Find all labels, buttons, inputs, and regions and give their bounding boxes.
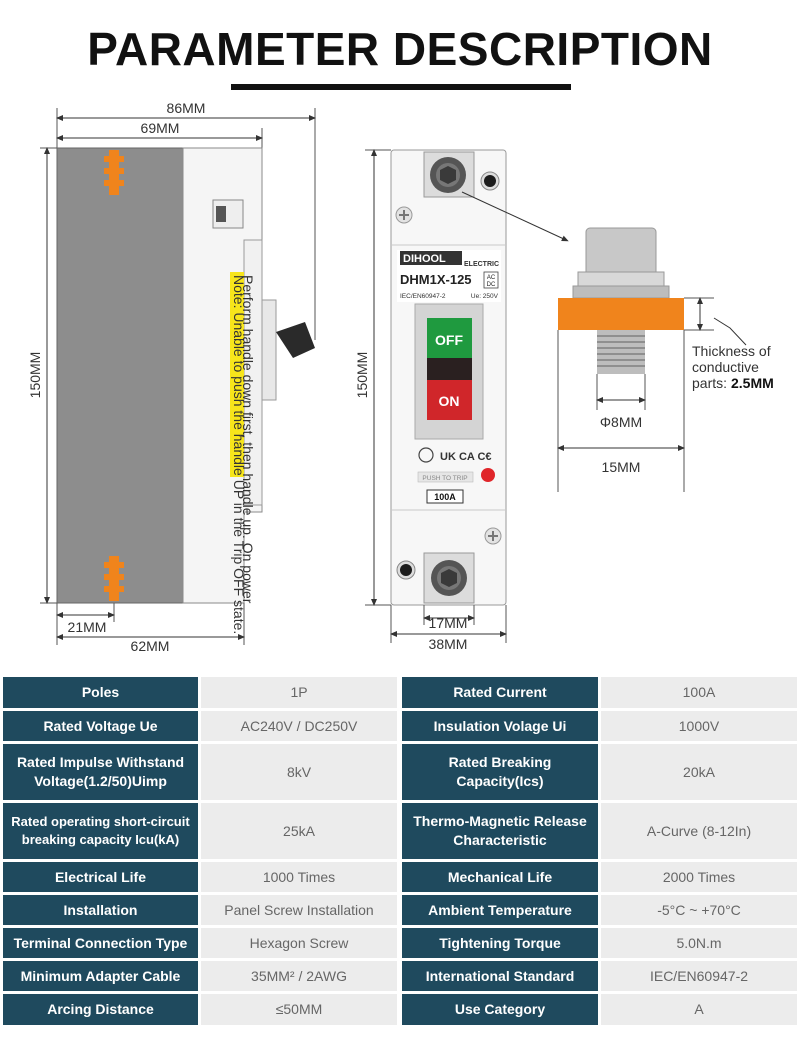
brand-logo: DIHOOL <box>403 253 446 265</box>
model-number: DHM1X-125 <box>400 272 472 287</box>
cert-marks: UK CA C€ <box>440 451 492 463</box>
dim-front-bottom-total: 38MM <box>429 636 468 652</box>
terminal-tab-top <box>104 150 124 195</box>
spec-value: -5°C ~ +70°C <box>601 895 797 925</box>
spec-value: 20kA <box>601 744 797 800</box>
page-title: PARAMETER DESCRIPTION <box>87 23 713 75</box>
terminal-detail: Thickness of conductive parts: 2.5MM Φ8M… <box>557 227 774 492</box>
dim-front-bottom-inner: 17MM <box>429 615 468 631</box>
front-view: DIHOOL ELECTRIC DHM1X-125 AC DC IEC/EN60… <box>354 149 507 652</box>
spec-value: 1P <box>201 677 397 708</box>
note-label <box>230 272 244 477</box>
spec-label: Rated Impulse Withstand Voltage(1.2/50)U… <box>3 744 198 800</box>
thickness-line2: conductive <box>692 359 759 375</box>
spec-value: 5.0N.m <box>601 928 797 958</box>
spec-value: Hexagon Screw <box>201 928 397 958</box>
standard-text: IEC/EN60947-2 <box>400 293 446 300</box>
note-line2: Perform handle down first, then handle u… <box>240 275 256 604</box>
spec-label: Rated operating short-circuit breaking c… <box>3 803 198 859</box>
on-button <box>427 380 472 420</box>
voltage-text: Ue: 250V <box>471 293 499 300</box>
spec-value: 100A <box>601 677 797 708</box>
handle-lever <box>276 322 315 358</box>
spec-label: Insulation Volage Ui <box>402 711 598 741</box>
brand-suffix: ELECTRIC <box>464 261 499 268</box>
screw-head <box>585 227 657 277</box>
spec-row: Rated operating short-circuit breaking c… <box>0 803 800 859</box>
off-label: OFF <box>435 332 463 348</box>
spec-label: International Standard <box>402 961 598 991</box>
spec-value: AC240V / DC250V <box>201 711 397 741</box>
spec-label: Terminal Connection Type <box>3 928 198 958</box>
spec-row: Rated Impulse Withstand Voltage(1.2/50)U… <box>0 744 800 800</box>
spec-label: Tightening Torque <box>402 928 598 958</box>
spec-label: Poles <box>3 677 198 708</box>
thickness-line3: parts: <box>692 375 727 391</box>
spec-value: 35MM² / 2AWG <box>201 961 397 991</box>
spec-value: Panel Screw Installation <box>201 895 397 925</box>
spec-row: Installation Panel Screw Installation Am… <box>0 895 800 925</box>
spec-value: A-Curve (8-12In) <box>601 803 797 859</box>
spec-row: Minimum Adapter Cable 35MM² / 2AWG Inter… <box>0 961 800 991</box>
thickness-line1: Thickness of <box>692 343 771 359</box>
spec-value: 8kV <box>201 744 397 800</box>
spec-value: 1000 Times <box>201 862 397 892</box>
spec-value: 2000 Times <box>601 862 797 892</box>
dim-side-bottom-total: 62MM <box>131 638 170 654</box>
breaker-side-body <box>56 147 184 604</box>
dim-side-bottom-small: 21MM <box>68 619 107 635</box>
dim-terminal-width: 15MM <box>602 459 641 475</box>
acdc-bottom: DC <box>487 282 496 288</box>
spec-row: Arcing Distance ≤50MM Use Category A <box>0 994 800 1025</box>
thickness-value: 2.5MM <box>731 375 774 391</box>
dim-side-width-total: 86MM <box>167 100 206 116</box>
trip-button <box>481 468 495 482</box>
dim-side-width-body: 69MM <box>141 120 180 136</box>
off-button <box>427 318 472 358</box>
dimension-diagram: 86MM 69MM Note: Unable to push the handl… <box>27 100 774 654</box>
dim-side-height: 150MM <box>27 352 43 399</box>
spec-label: Electrical Life <box>3 862 198 892</box>
note-line1: Note: Unable to push the handle UP in th… <box>231 275 247 634</box>
spec-label: Thermo-Magnetic Release Characteristic <box>402 803 598 859</box>
spec-row: Rated Voltage Ue AC240V / DC250V Insulat… <box>0 711 800 741</box>
push-to-trip: PUSH TO TRIP <box>422 475 467 482</box>
on-label: ON <box>439 393 460 409</box>
spec-label: Ambient Temperature <box>402 895 598 925</box>
spec-label: Minimum Adapter Cable <box>3 961 198 991</box>
spec-label: Installation <box>3 895 198 925</box>
terminal-tab-bottom <box>104 556 124 601</box>
spec-row: Poles 1P Rated Current 100A <box>0 677 800 708</box>
rating-badge: 100A <box>434 492 456 502</box>
spec-label: Use Category <box>402 994 598 1025</box>
spec-value: IEC/EN60947-2 <box>601 961 797 991</box>
spec-label: Arcing Distance <box>3 994 198 1025</box>
spec-label: Mechanical Life <box>402 862 598 892</box>
ccc-icon <box>418 447 434 463</box>
dim-terminal-diameter: Φ8MM <box>600 414 642 430</box>
dim-front-height: 150MM <box>354 352 370 399</box>
spec-label: Rated Breaking Capacity(Ics) <box>402 744 598 800</box>
spec-row: Terminal Connection Type Hexagon Screw T… <box>0 928 800 958</box>
spec-label: Rated Current <box>402 677 598 708</box>
thread-stud <box>597 330 645 374</box>
spec-value: A <box>601 994 797 1025</box>
spec-value: ≤50MM <box>201 994 397 1025</box>
spec-label: Rated Voltage Ue <box>3 711 198 741</box>
spec-value: 25kA <box>201 803 397 859</box>
acdc-top: AC <box>487 275 496 281</box>
spec-value: 1000V <box>601 711 797 741</box>
spec-row: Electrical Life 1000 Times Mechanical Li… <box>0 862 800 892</box>
title-underline <box>231 84 571 90</box>
conductive-part <box>558 298 684 330</box>
side-view: 86MM 69MM Note: Unable to push the handl… <box>27 100 316 654</box>
